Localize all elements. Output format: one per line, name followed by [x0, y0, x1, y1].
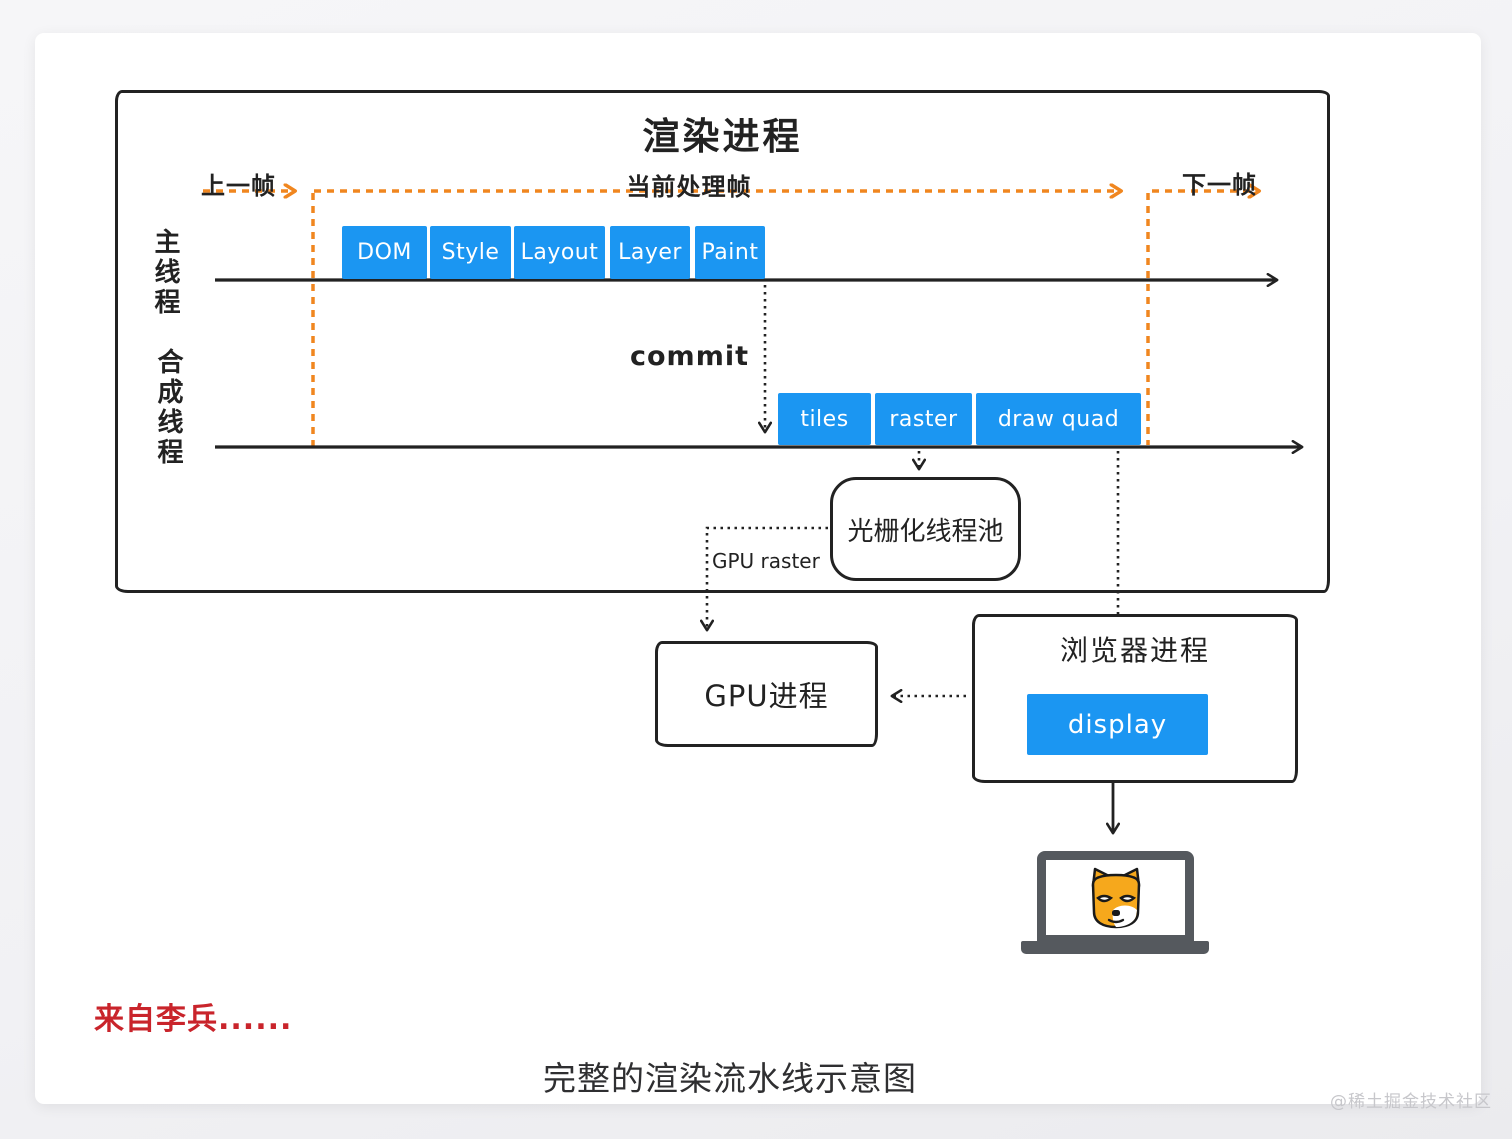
commit-label: commit — [630, 341, 749, 372]
current-frame-label: 当前处理帧 — [626, 173, 752, 201]
stage-tiles: tiles — [778, 393, 871, 445]
raster-thread-pool-box: 光栅化线程池 — [830, 477, 1021, 581]
stage-style: Style — [430, 226, 511, 279]
prev-frame-label: 上一帧 — [201, 172, 276, 200]
diagram-caption: 完整的渲染流水线示意图 — [543, 1059, 917, 1098]
stage-layout: Layout — [514, 226, 605, 279]
watermark: @稀土掘金技术社区 — [1330, 1092, 1492, 1112]
browser-process-title: 浏览器进程 — [1059, 634, 1210, 667]
laptop-base — [1021, 941, 1209, 954]
display-box: display — [1027, 694, 1208, 755]
stage-dom: DOM — [342, 226, 427, 279]
render-process-box — [115, 90, 1330, 593]
credit-text: 来自李兵...... — [94, 1002, 293, 1037]
stage-paint: Paint — [695, 226, 765, 279]
gpu-raster-label: GPU raster — [712, 549, 820, 573]
render-process-title: 渲染进程 — [642, 115, 803, 158]
gpu-process-box: GPU进程 — [655, 641, 878, 747]
main-thread-label: 主线程 — [150, 228, 180, 318]
doge-icon — [1091, 867, 1140, 928]
stage-layer: Layer — [610, 226, 690, 279]
laptop-icon — [1037, 851, 1194, 944]
compositor-thread-label: 合成线程 — [153, 348, 183, 468]
stage-raster: raster — [875, 393, 972, 445]
stage-draw-quad: draw quad — [976, 393, 1141, 445]
next-frame-label: 下一帧 — [1182, 171, 1257, 199]
